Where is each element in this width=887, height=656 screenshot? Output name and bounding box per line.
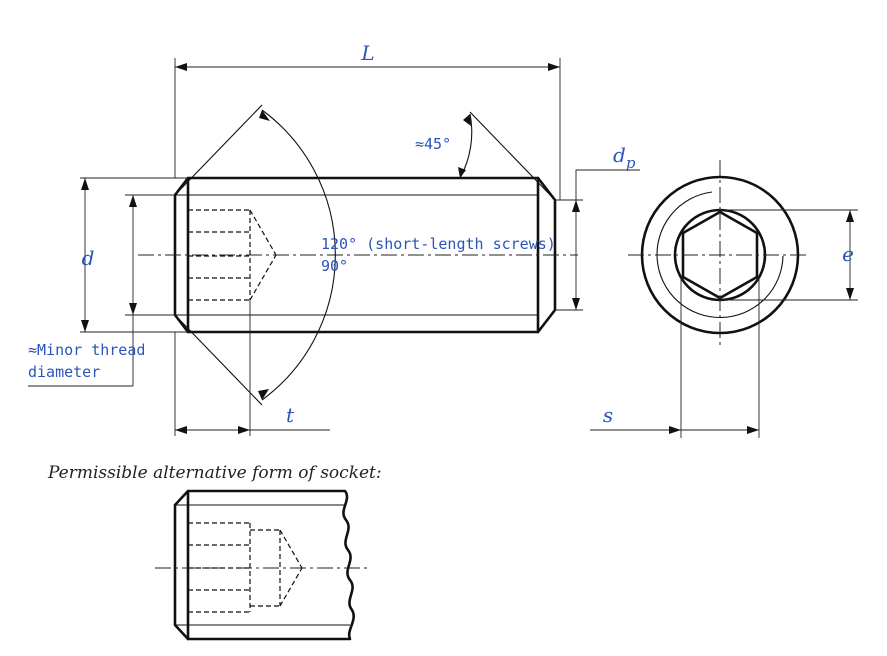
socket-depth-label: t bbox=[286, 403, 295, 427]
side-view: L d dp t ≈45° 120° (short-length screws)… bbox=[28, 41, 640, 436]
angle-90-label: 90° bbox=[321, 257, 348, 275]
angle-arc-120 bbox=[261, 109, 336, 401]
alt-hidden-socket bbox=[188, 522, 303, 613]
cone-line-lower bbox=[174, 314, 263, 406]
angle-120-label: 120° (short-length screws) bbox=[321, 235, 556, 253]
point-angle-line bbox=[469, 111, 556, 201]
diameter-label: d bbox=[82, 246, 95, 270]
end-view: e s bbox=[590, 160, 858, 438]
minor-thread-label-line1: ≈Minor thread bbox=[28, 341, 145, 359]
across-corners-label: e bbox=[842, 242, 854, 266]
length-label: L bbox=[360, 41, 374, 65]
point-diameter-label-sub: p bbox=[626, 154, 636, 172]
alt-body-outline bbox=[173, 489, 355, 641]
point-diameter-label-base: d bbox=[613, 143, 626, 167]
end-view-thread-arc bbox=[656, 191, 784, 319]
alternative-socket-caption: Permissible alternative form of socket: bbox=[47, 463, 382, 483]
alternative-socket-view bbox=[155, 489, 370, 641]
angle-45-label: ≈45° bbox=[415, 135, 451, 153]
minor-thread-label-line2: diameter bbox=[28, 363, 100, 381]
cone-line-upper bbox=[174, 104, 263, 196]
socket-width-label: s bbox=[603, 403, 613, 427]
point-diameter-label: dp bbox=[613, 143, 636, 172]
